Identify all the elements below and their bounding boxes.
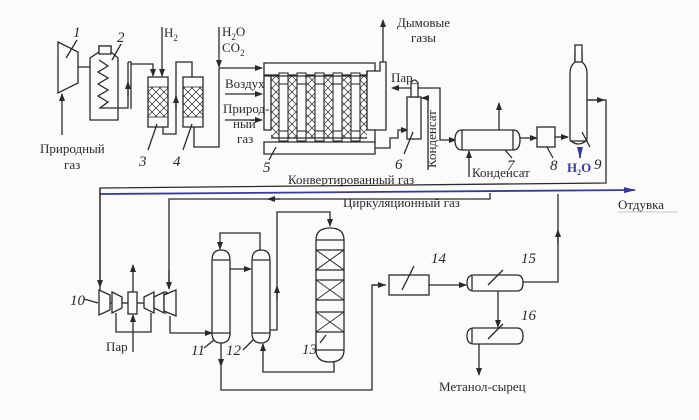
- label-air: Воздух: [225, 76, 265, 91]
- label-natural-gas-1: Природный: [40, 141, 105, 156]
- column-9: [569, 44, 588, 145]
- label-num-8: 8: [550, 158, 558, 174]
- line-13-to-12: [260, 343, 335, 373]
- line-15-to-purge: [523, 194, 559, 283]
- furnace-2: [89, 45, 129, 121]
- line-4-to-5: [193, 68, 220, 148]
- label-steam-compressor: Пар: [106, 339, 128, 354]
- line-12-to-11: [217, 232, 261, 250]
- purge-line: [99, 187, 636, 195]
- line-3-to-4: [162, 61, 193, 135]
- flue-gas-duct: [375, 61, 387, 131]
- turbo-compressor-10: [98, 288, 177, 317]
- separator-15: [466, 274, 524, 292]
- line-6-to-7: [418, 87, 457, 143]
- label-num-13: 13: [302, 342, 317, 358]
- label-circulation-gas: Циркуляционный газ: [343, 195, 460, 210]
- label-co2: CO2: [222, 40, 245, 58]
- heat-exchanger-12: [251, 249, 271, 344]
- label-num-5: 5: [263, 160, 271, 176]
- label-converted-gas: Конвертированный газ: [288, 172, 414, 187]
- label-num-2: 2: [117, 30, 125, 46]
- label-num-3: 3: [138, 154, 147, 170]
- leader-lines: [65, 39, 591, 351]
- line-5-to-6: [375, 127, 409, 149]
- label-num-16: 16: [521, 308, 537, 324]
- reactor-4: [182, 76, 204, 128]
- label-num-7: 7: [507, 158, 516, 174]
- line-10-to-11: [169, 316, 213, 336]
- label-natural-gas-2: газ: [64, 157, 80, 172]
- compressor-1: [57, 40, 79, 95]
- label-condensate-7: Конденсат: [472, 165, 530, 180]
- line-12-to-13: [270, 211, 333, 331]
- label-ng-reformer-1: Природ-: [223, 101, 269, 116]
- boiler-6: [406, 79, 422, 140]
- label-num-11: 11: [191, 343, 205, 359]
- line-11-to-14: [220, 284, 386, 391]
- separator-7: [454, 129, 521, 151]
- collector-16: [466, 327, 524, 345]
- reformer-5: [263, 62, 376, 155]
- label-num-6: 6: [395, 157, 403, 173]
- label-num-4: 4: [173, 154, 181, 170]
- unit-8: [536, 126, 556, 148]
- label-steam-top: Пар: [391, 70, 413, 85]
- label-crude-methanol: Метанол-сырец: [439, 379, 526, 394]
- label-num-1: 1: [73, 25, 81, 41]
- label-hydrogen: H2: [164, 25, 178, 43]
- label-h2o-out: H2O: [567, 160, 591, 177]
- label-water: H2O: [222, 24, 245, 42]
- cooler-14: [388, 274, 430, 296]
- label-purge: Отдувка: [618, 197, 664, 212]
- label-num-12: 12: [226, 343, 242, 359]
- line-2-to-3: [128, 61, 156, 77]
- label-ng-reformer-2: ный: [233, 116, 256, 131]
- label-num-15: 15: [521, 251, 537, 267]
- synthesis-reactor-13: [314, 227, 346, 363]
- label-flue-gases-2: газы: [411, 30, 436, 45]
- label-ng-reformer-3: газ: [237, 131, 253, 146]
- label-num-9: 9: [594, 157, 602, 173]
- label-flue-gases-1: Дымовые: [397, 15, 450, 30]
- reactor-3: [147, 76, 169, 128]
- label-condensate-vertical: Конденсат: [424, 110, 439, 168]
- heat-exchanger-11: [211, 249, 231, 344]
- circulation-gas-line: [168, 193, 491, 288]
- label-num-14: 14: [431, 251, 447, 267]
- label-num-10: 10: [70, 293, 86, 309]
